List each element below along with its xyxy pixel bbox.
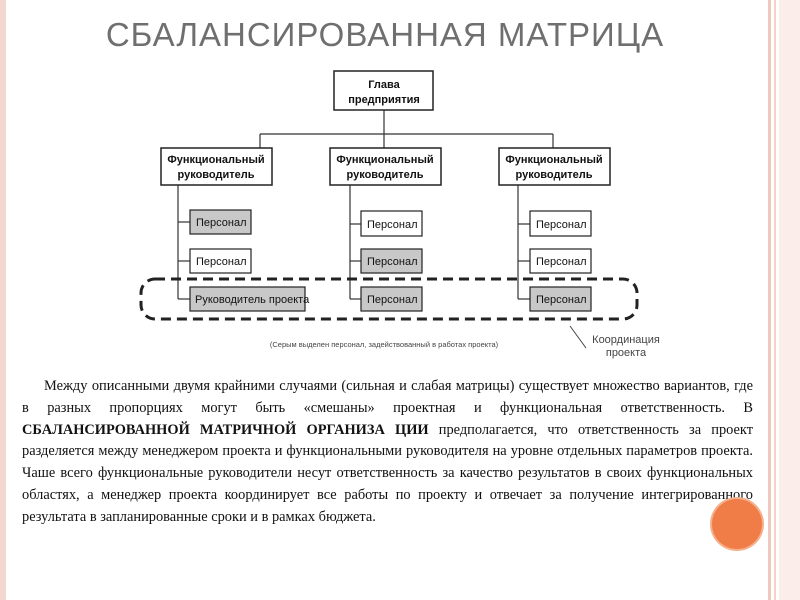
head-label-line2: предприятия — [348, 94, 420, 106]
svg-text:Персонал: Персонал — [536, 219, 587, 231]
decorative-orange-circle — [712, 499, 762, 549]
body-paragraph: Между описанными двумя крайними случаями… — [22, 376, 753, 529]
slide-title: СБАЛАНСИРОВАННАЯ МАТРИЦА — [105, 16, 665, 53]
coordination-pointer — [569, 325, 587, 349]
svg-text:Персонал: Персонал — [196, 217, 247, 229]
connector-lines — [177, 109, 554, 300]
coordination-label-line2: проекта — [606, 347, 647, 359]
svg-text:Персонал: Персонал — [367, 219, 418, 231]
manager-label-line2: руководитель — [178, 169, 255, 181]
project-manager-box: Руководитель проекта — [189, 286, 310, 312]
staff-box: Персонал — [189, 248, 252, 274]
staff-box: Персонал — [529, 248, 592, 274]
staff-box: Персонал — [529, 286, 592, 312]
manager-label-line1: Функциональный — [167, 154, 264, 166]
staff-box: Персонал — [360, 286, 423, 312]
manager-label-line2: руководитель — [516, 169, 593, 181]
svg-text:Персонал: Персонал — [536, 294, 587, 306]
staff-box: Персонал — [360, 210, 423, 237]
coordination-label-line1: Координация — [592, 334, 660, 346]
body-text-bold: СБАЛАНСИРОВАННОЙ МАТРИЧНОЙ ОРГАНИЗА ЦИИ — [22, 421, 429, 438]
functional-manager-box-3: Функциональный руководитель — [498, 147, 611, 186]
manager-label-line2: руководитель — [347, 169, 424, 181]
svg-text:Персонал: Персонал — [196, 256, 247, 268]
head-label-line1: Глава — [368, 79, 400, 91]
manager-label-line1: Функциональный — [505, 154, 602, 166]
body-text-part2: предполагается, что ответственность за п… — [22, 421, 753, 525]
right-frame-border — [768, 0, 800, 600]
svg-text:Персонал: Персонал — [536, 256, 587, 268]
coordination-outline — [139, 277, 639, 321]
functional-manager-box-2: Функциональный руководитель — [329, 147, 442, 186]
staff-box: Персонал — [360, 248, 423, 274]
staff-box: Персонал — [189, 209, 252, 235]
legend-note: (Серым выделен персонал, задействованный… — [270, 340, 499, 349]
svg-text:Персонал: Персонал — [367, 294, 418, 306]
functional-manager-box-1: Функциональный руководитель — [160, 147, 273, 186]
svg-text:Персонал: Персонал — [367, 256, 418, 268]
body-text-part1: Между описанными двумя крайними случаями… — [22, 378, 753, 416]
manager-label-line1: Функциональный — [336, 154, 433, 166]
svg-text:Руководитель проекта: Руководитель проекта — [195, 294, 310, 306]
left-frame-border — [0, 0, 6, 600]
staff-box: Персонал — [529, 210, 592, 237]
head-box: Глава предприятия — [333, 70, 434, 111]
